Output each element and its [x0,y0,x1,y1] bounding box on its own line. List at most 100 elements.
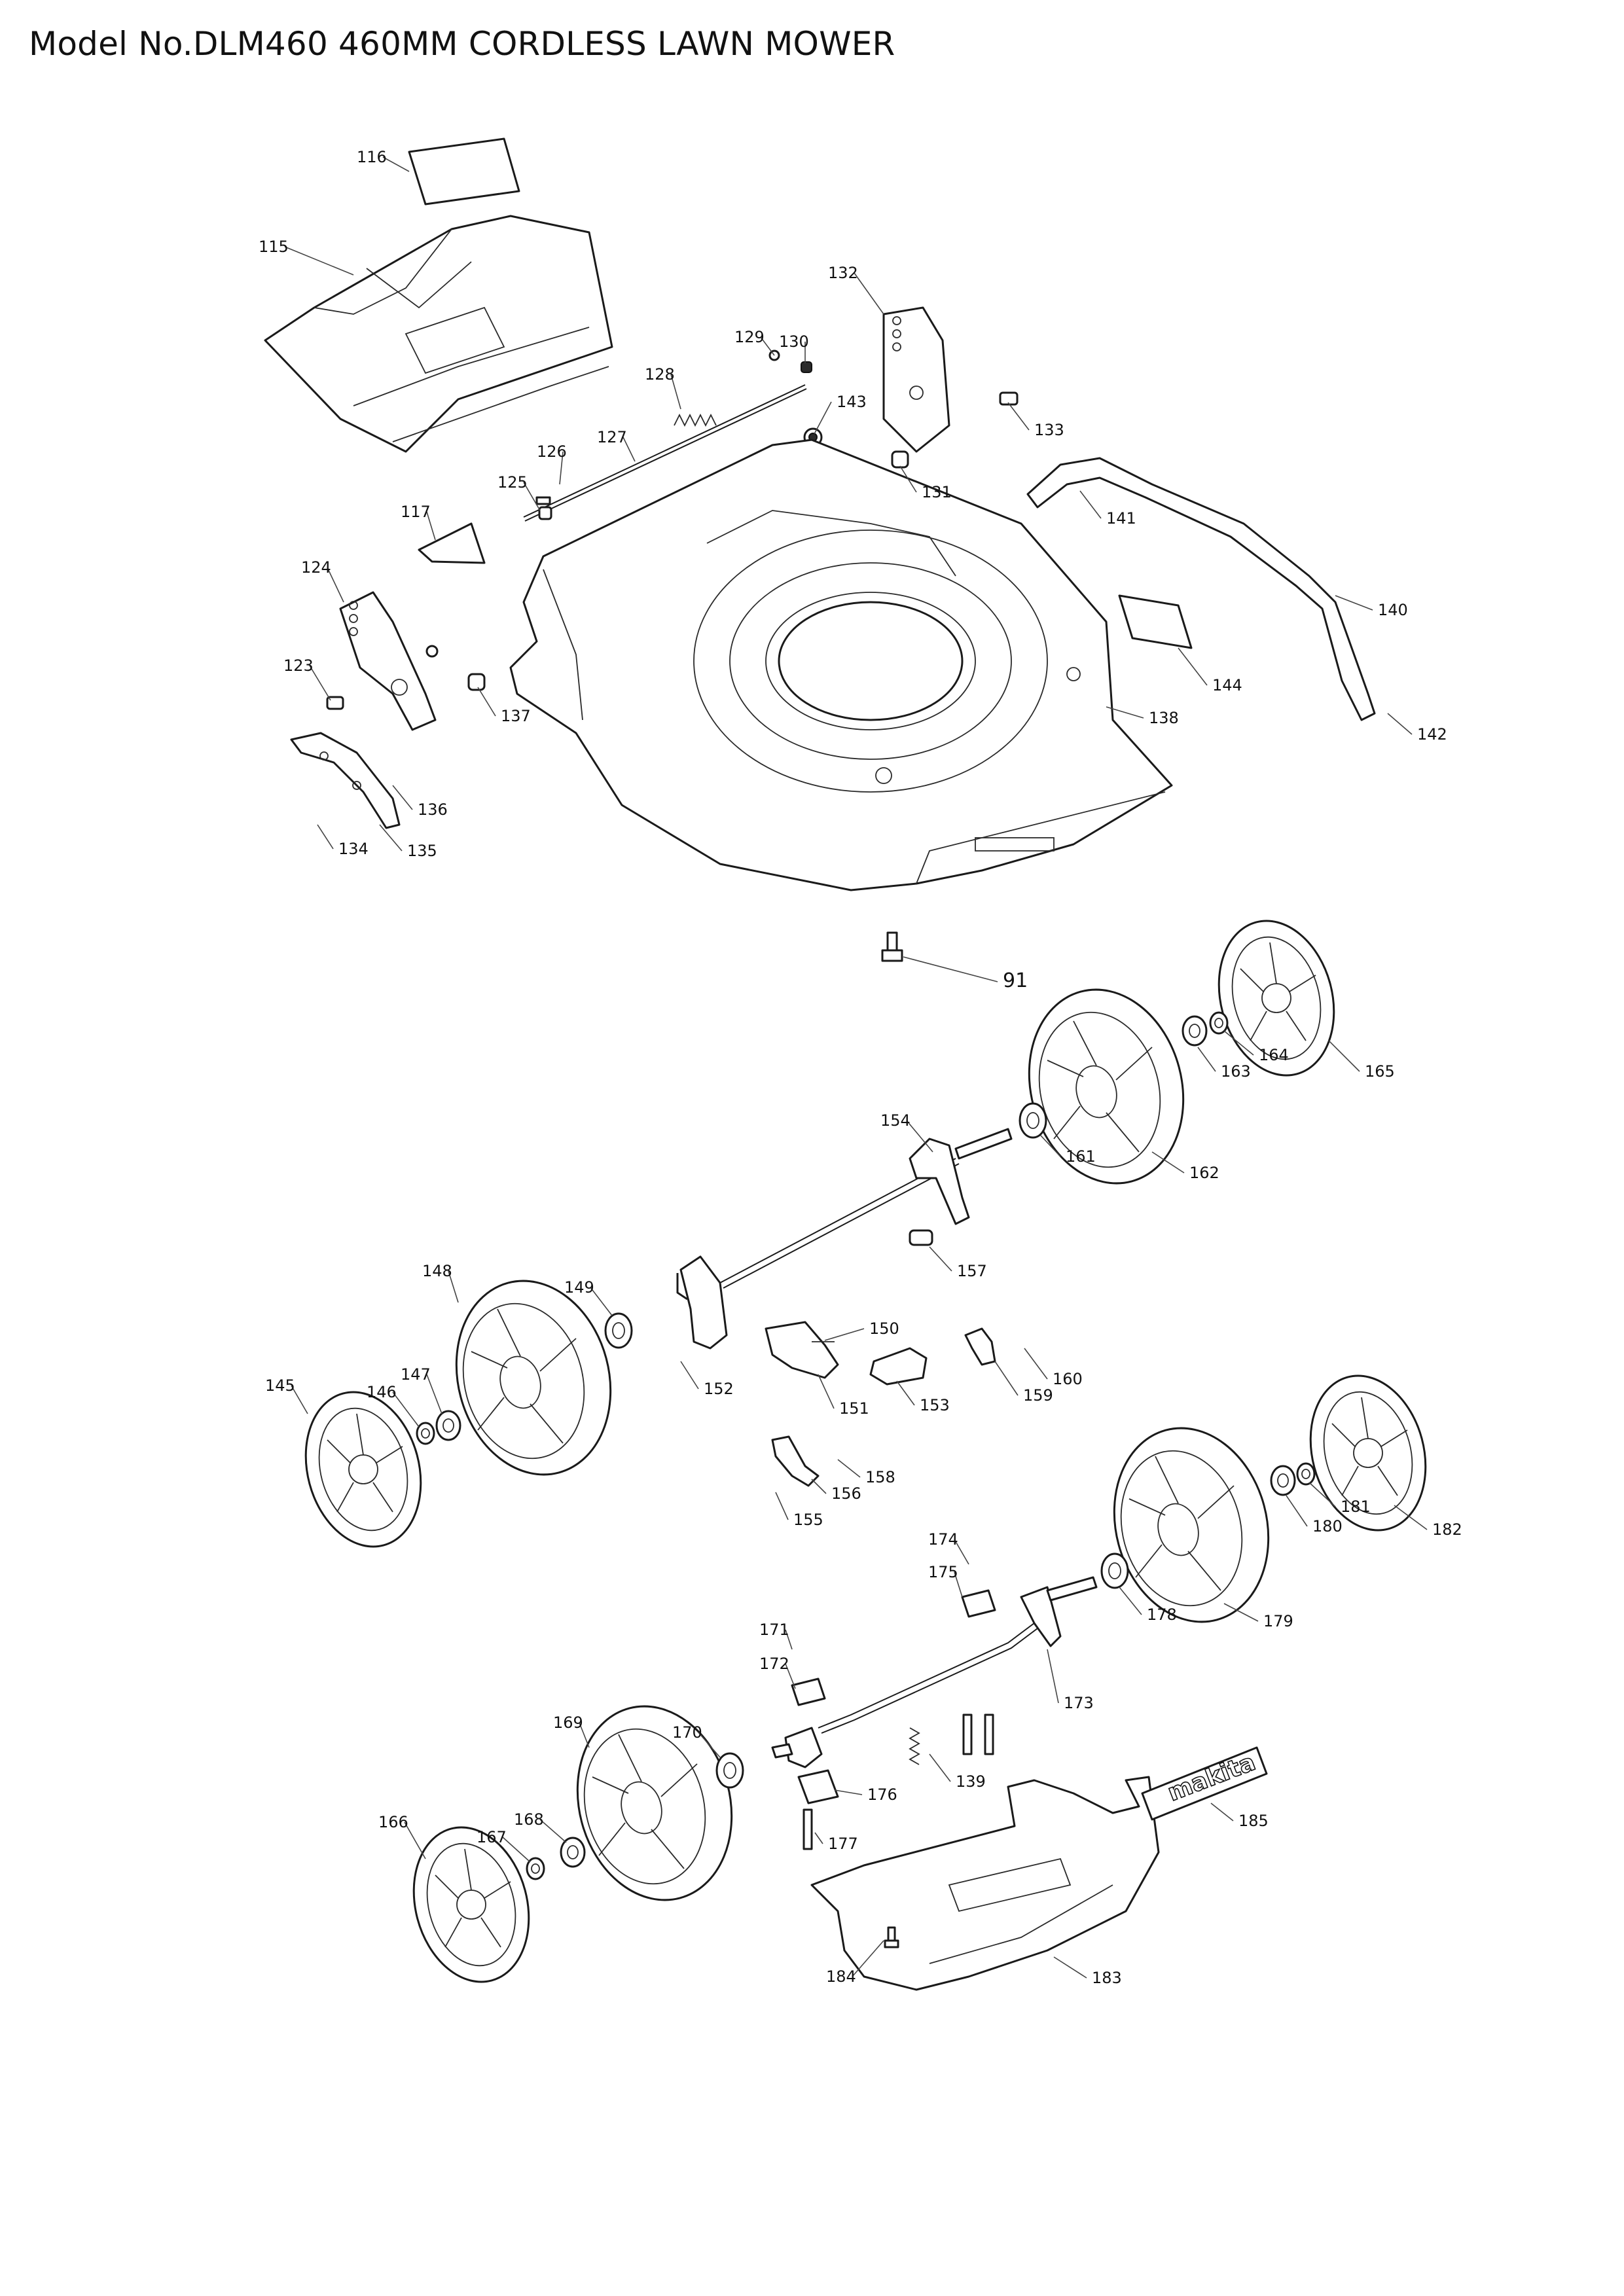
leader-128 [670,374,681,410]
callout-128: 128 [645,365,675,384]
callout-153: 153 [920,1396,950,1414]
callout-160: 160 [1053,1370,1083,1388]
callout-123: 123 [283,656,314,675]
callout-116: 116 [357,148,387,166]
leader-131 [899,465,917,493]
handle-140 [1026,457,1376,721]
spring-139 [909,1727,920,1765]
leader-161 [1040,1135,1061,1157]
leader-153 [896,1380,915,1406]
leader-170 [698,1732,721,1758]
leader-149 [590,1287,613,1316]
wheel-179 [1113,1427,1270,1623]
leader-177 [814,1832,823,1844]
handle-bracket-132 [882,306,950,453]
leader-151 [818,1374,835,1409]
callout-138: 138 [1149,709,1179,727]
bracket-175 [961,1589,996,1618]
nut-181 [1296,1462,1316,1486]
leader-147 [426,1374,442,1414]
leader-146 [392,1391,420,1427]
badge-185: makita [1141,1746,1268,1821]
leader-164 [1223,1030,1254,1056]
axle-173 [771,1576,1098,1768]
leader-117 [426,511,436,541]
leader-133 [1007,402,1030,431]
leader-156 [811,1479,827,1494]
leader-126 [559,451,564,485]
callout-156: 156 [831,1484,861,1503]
callout-165: 165 [1365,1062,1395,1081]
bracket-159 [964,1327,996,1366]
leader-135 [379,824,403,852]
callout-173: 173 [1064,1694,1094,1712]
callout-131: 131 [922,483,952,501]
callout-147: 147 [401,1365,431,1384]
callout-185: 185 [1238,1812,1269,1830]
callout-152: 152 [704,1380,734,1398]
axle-154 [719,1128,1013,1289]
wheel-cap-182 [1309,1374,1427,1532]
callout-143: 143 [837,393,867,411]
leader-124 [327,567,344,603]
callout-162: 162 [1189,1164,1219,1182]
leader-145 [291,1385,308,1414]
callout-134: 134 [338,840,369,858]
leader-142 [1387,713,1413,735]
leader-172 [785,1663,796,1689]
callout-183: 183 [1092,1969,1122,1987]
leader-171 [785,1629,793,1650]
leader-158 [837,1459,861,1478]
callout-151: 151 [839,1399,869,1418]
bracket-156 [771,1435,820,1487]
leader-173 [1047,1649,1059,1704]
axle-lower-bracket [676,1255,728,1350]
leader-165 [1328,1040,1360,1072]
leader-159 [994,1361,1019,1396]
callout-170: 170 [672,1723,702,1742]
leader-168 [539,1819,567,1843]
leader-185 [1210,1803,1234,1821]
label-117 [418,522,486,564]
leader-179 [1223,1603,1259,1622]
leader-127 [623,437,636,462]
callout-146: 146 [367,1383,397,1401]
bolts-177 [803,1713,994,1850]
callout-155: 155 [793,1511,823,1529]
wheel-cap-145 [304,1391,422,1548]
leader-123 [309,665,331,701]
leader-169 [579,1722,590,1748]
flap-bracket-135 [290,732,401,829]
callout-157: 157 [957,1262,987,1280]
bracket-176 [797,1769,839,1804]
wheel-169 [576,1705,733,1901]
mower-deck-138 [509,439,1173,891]
leader-163 [1197,1047,1216,1072]
callout-158: 158 [865,1468,895,1486]
leader-132 [854,272,884,315]
callout-148: 148 [422,1262,452,1280]
leader-167 [502,1837,531,1863]
callout-145: 145 [265,1376,295,1395]
callout-127: 127 [597,428,627,446]
callout-181: 181 [1341,1498,1371,1516]
callout-164: 164 [1259,1046,1289,1064]
spring-128 [674,413,717,427]
wheel-162 [1028,988,1185,1185]
leader-180 [1286,1495,1308,1527]
bearing-178 [1100,1552,1129,1589]
leader-141 [1079,490,1102,519]
bracket-172 [791,1677,826,1706]
callout-178: 178 [1147,1605,1177,1624]
callout-142: 142 [1417,725,1447,744]
callout-125: 125 [497,473,528,492]
leader-134 [317,824,334,850]
callout-136: 136 [418,800,448,819]
nut-167 [526,1857,545,1880]
leader-174 [954,1539,969,1565]
callout-159: 159 [1023,1386,1053,1405]
callout-130: 130 [779,332,809,351]
callout-124: 124 [301,558,331,577]
callout-169: 169 [553,1713,583,1732]
